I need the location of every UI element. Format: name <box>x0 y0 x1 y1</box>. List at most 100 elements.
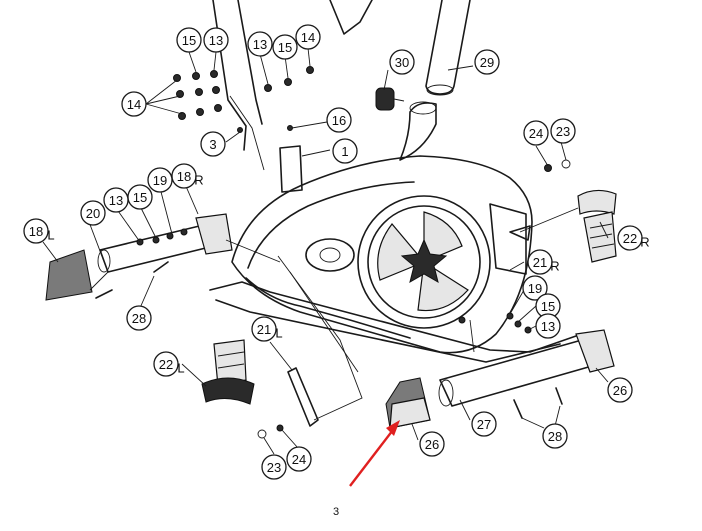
seat-sleeve <box>399 102 437 161</box>
part-callout-29: 29 <box>474 49 500 75</box>
callout-circle <box>535 313 561 339</box>
front-end-cap-right <box>195 213 233 255</box>
callout-circle <box>326 107 352 133</box>
part-callout-20: 20 <box>80 200 106 226</box>
handlebar-post-right <box>237 0 263 125</box>
callout-circle <box>251 316 277 342</box>
callout-number: 26 <box>425 437 439 452</box>
callout-number: 15 <box>278 40 292 55</box>
hardware <box>136 66 571 439</box>
part-callout-15: 15 <box>272 34 298 60</box>
callout-number: 19 <box>153 173 167 188</box>
part-callout-24: 24 <box>286 446 312 472</box>
callout-circle <box>617 225 643 251</box>
callout-circle <box>542 423 568 449</box>
callout-circle <box>550 118 576 144</box>
part-callout-13: 13 <box>247 31 273 57</box>
part-callout-13: 13 <box>103 187 129 213</box>
part-callout-23: 23 <box>550 118 576 144</box>
callout-number: 20 <box>86 206 100 221</box>
callout-number: 15 <box>541 299 555 314</box>
callout-circle <box>23 218 49 244</box>
callout-number: 13 <box>253 37 267 52</box>
callout-circle <box>153 351 179 377</box>
callout-number: 21 <box>257 322 271 337</box>
callout-circle <box>171 163 197 189</box>
part-callout-27: 27 <box>471 411 497 437</box>
callout-side-marker: L <box>177 361 184 376</box>
part-callout-19: 19 <box>147 167 173 193</box>
pedal-right <box>577 189 617 263</box>
callout-circle <box>176 27 202 53</box>
part-callout-30: 30 <box>389 49 415 75</box>
part-callout-3: 3 <box>200 131 226 157</box>
lower-rail-2 <box>215 299 561 363</box>
callout-circle <box>121 91 147 117</box>
callout-number: 22 <box>159 357 173 372</box>
callout-number: 19 <box>528 281 542 296</box>
part-callout-24: 24 <box>523 120 549 146</box>
seat-bracket-top <box>329 0 373 35</box>
callout-circle <box>272 34 298 60</box>
part-callout-28: 28 <box>126 305 152 331</box>
rear-end-cap-right <box>575 329 615 373</box>
part-callout-14: 14 <box>295 24 321 50</box>
callout-circle <box>247 31 273 57</box>
callout-circle <box>295 24 321 50</box>
callout-circle <box>419 431 445 457</box>
callout-circle <box>80 200 106 226</box>
part-callout-28: 28 <box>542 423 568 449</box>
callout-number: 13 <box>541 319 555 334</box>
assembly-lines <box>89 95 579 421</box>
callout-side-marker: L <box>47 228 54 243</box>
callout-number: 23 <box>267 460 281 475</box>
part-callout-13: 13 <box>535 313 561 339</box>
part-callout-1: 1 <box>332 138 358 164</box>
part-callout-21: 21 L <box>251 316 283 342</box>
red-pointer-arrow <box>349 420 400 487</box>
callout-circle <box>522 275 548 301</box>
callout-side-marker: R <box>194 173 203 188</box>
adjust-knob <box>375 87 405 111</box>
callout-number: 3 <box>209 137 216 152</box>
callout-number: 15 <box>182 33 196 48</box>
callout-number: 22 <box>623 231 637 246</box>
callout-side-marker: L <box>275 326 282 341</box>
crank-arm-left <box>287 367 319 427</box>
part-callout-26: 26 <box>419 431 445 457</box>
callout-number: 28 <box>548 429 562 444</box>
front-end-cap-left <box>45 249 93 301</box>
callout-number: 13 <box>109 193 123 208</box>
callout-number: 24 <box>529 126 543 141</box>
callout-circle <box>527 249 553 275</box>
part-callout-13: 13 <box>203 27 229 53</box>
callout-number: 14 <box>301 30 315 45</box>
callout-circle <box>607 377 633 403</box>
callout-number: 1 <box>341 144 348 159</box>
flywheel-hub <box>400 238 448 284</box>
callout-circle <box>127 184 153 210</box>
callout-number: 21 <box>533 255 547 270</box>
pedal-left <box>201 339 255 405</box>
crank-arm-right <box>509 225 531 241</box>
callout-circle <box>261 454 287 480</box>
callout-circle <box>389 49 415 75</box>
callout-circle <box>286 446 312 472</box>
callout-number: 15 <box>133 190 147 205</box>
leader-lines <box>42 47 609 455</box>
callout-number: 30 <box>395 55 409 70</box>
callout-number: 28 <box>132 311 146 326</box>
callout-circle <box>126 305 152 331</box>
part-callout-22: 22 L <box>153 351 185 377</box>
callout-number: 13 <box>209 33 223 48</box>
callout-number: 24 <box>292 452 306 467</box>
housing-inner-line <box>247 181 415 269</box>
part-callout-19: 19 <box>522 275 548 301</box>
callout-number: 14 <box>127 97 141 112</box>
seat-tube-29 <box>425 0 471 95</box>
